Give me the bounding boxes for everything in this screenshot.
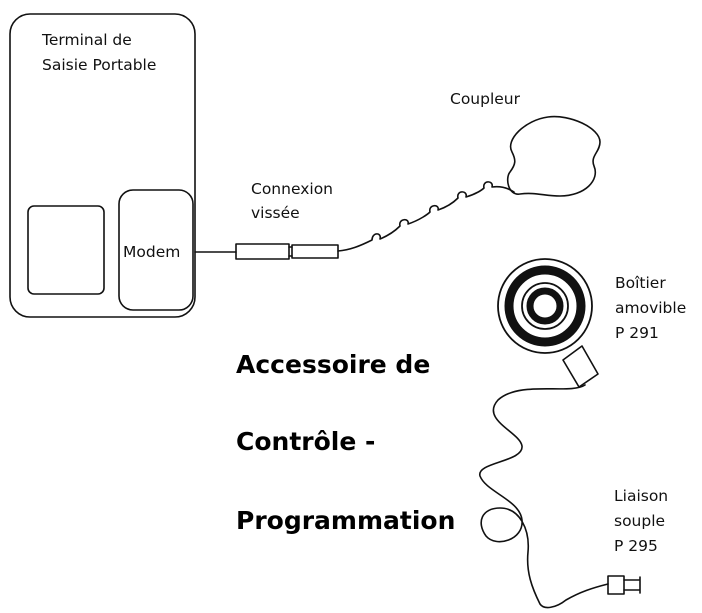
end-plug-pins xyxy=(623,576,641,594)
liaison-label-line3: P 295 xyxy=(614,537,658,555)
screw-connector-left xyxy=(235,243,290,260)
connexion-label-line2: vissée xyxy=(251,204,300,222)
boitier-plug xyxy=(562,345,599,388)
terminal-screen xyxy=(27,205,105,295)
coupleur-label: Coupleur xyxy=(450,90,521,108)
terminal-label-line2: Saisie Portable xyxy=(42,56,157,74)
liaison-cable xyxy=(479,384,609,609)
boitier-ring-thick xyxy=(504,265,586,347)
coupler-shape xyxy=(506,115,601,197)
boitier-label-line2: amovible xyxy=(615,299,687,317)
terminal-label-line1: Terminal de xyxy=(42,31,132,49)
title-line1: Accessoire de xyxy=(236,350,431,379)
title-line2: Contrôle - xyxy=(236,427,376,456)
coupler-cable xyxy=(337,181,515,252)
liaison-label-line2: souple xyxy=(614,512,666,530)
boitier-ring-mid xyxy=(521,282,569,330)
boitier-label-line1: Boîtier xyxy=(615,274,666,292)
boitier-ring-inner xyxy=(526,287,564,325)
modem-box xyxy=(118,189,194,311)
end-plug xyxy=(607,575,625,595)
boitier-ring-outer xyxy=(497,258,593,354)
connector-junction xyxy=(288,246,293,257)
terminal-body xyxy=(9,13,196,318)
connexion-label-line1: Connexion xyxy=(251,180,334,198)
modem-label: Modem xyxy=(123,243,181,261)
liaison-label-line1: Liaison xyxy=(614,487,669,505)
title-line3: Programmation xyxy=(236,506,456,535)
boitier-label-line3: P 291 xyxy=(615,324,659,342)
screw-connector-right xyxy=(291,244,339,259)
